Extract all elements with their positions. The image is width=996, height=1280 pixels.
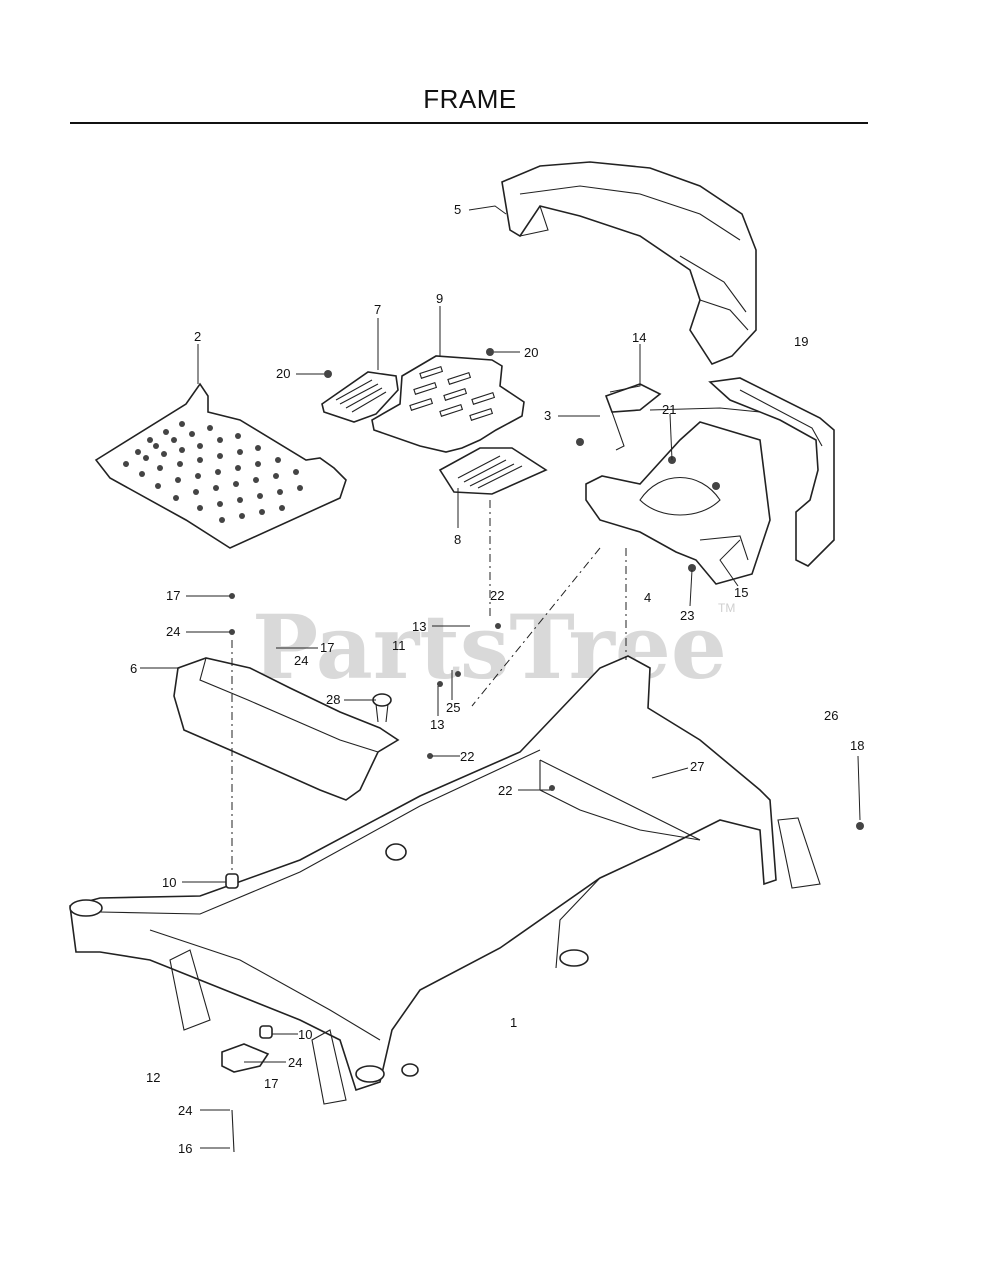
callout-22-bottom: 22 xyxy=(498,783,512,798)
callout-24-top: 24 xyxy=(166,624,180,639)
callout-14: 14 xyxy=(632,330,646,345)
callout-11: 11 xyxy=(392,638,406,653)
hardware xyxy=(225,348,864,1153)
callout-24-right: 24 xyxy=(288,1055,302,1070)
callout-17-top: 17 xyxy=(166,588,180,603)
callout-2: 2 xyxy=(194,329,201,344)
title-rule xyxy=(70,122,868,124)
part-28-knob xyxy=(372,693,392,723)
callout-4: 4 xyxy=(644,590,651,605)
callout-23: 23 xyxy=(680,608,694,623)
callouts: 5 2 7 9 20 20 8 14 19 3 21 15 4 23 17 24… xyxy=(130,202,864,1156)
callout-7: 7 xyxy=(374,302,381,317)
callout-5: 5 xyxy=(454,202,461,217)
callout-10-bottom: 10 xyxy=(298,1027,312,1042)
callout-24-bottom: 24 xyxy=(178,1103,192,1118)
callout-9: 9 xyxy=(436,291,443,306)
page-title: FRAME xyxy=(423,84,517,114)
callout-25: 25 xyxy=(446,700,460,715)
callout-1: 1 xyxy=(510,1015,517,1030)
callout-13-bottom: 13 xyxy=(430,717,444,732)
callout-17-mid: 17 xyxy=(320,640,334,655)
callout-17-bottom: 17 xyxy=(264,1076,278,1091)
callout-20-right: 20 xyxy=(524,345,538,360)
callout-20-left: 20 xyxy=(276,366,290,381)
part-2-floor-plate xyxy=(94,382,347,549)
part-4-mount-plate xyxy=(585,421,771,585)
callout-3: 3 xyxy=(544,408,551,423)
callout-6: 6 xyxy=(130,661,137,676)
callout-10-top: 10 xyxy=(162,875,176,890)
callout-16: 16 xyxy=(178,1141,192,1156)
part-8-foot-pad xyxy=(438,447,548,495)
callout-24-mid: 24 xyxy=(294,653,308,668)
leader-lines xyxy=(140,205,861,1149)
part-14-bracket xyxy=(604,383,662,451)
part-9-center-plate xyxy=(371,355,525,453)
callout-19: 19 xyxy=(794,334,808,349)
callout-28: 28 xyxy=(326,692,340,707)
part-1-main-frame xyxy=(69,655,821,1105)
callout-13-top: 13 xyxy=(412,619,426,634)
callout-18: 18 xyxy=(850,738,864,753)
callout-22-top: 22 xyxy=(490,588,504,603)
callout-21: 21 xyxy=(662,402,676,417)
callout-27: 27 xyxy=(690,759,704,774)
callout-22-mid: 22 xyxy=(460,749,474,764)
callout-12: 12 xyxy=(146,1070,160,1085)
part-19-right-bracket xyxy=(708,377,835,567)
watermark-tm: TM xyxy=(718,601,735,615)
callout-15: 15 xyxy=(734,585,748,600)
part-6-box xyxy=(173,657,400,801)
callout-26: 26 xyxy=(824,708,838,723)
part-12-footrest-bracket xyxy=(221,1043,270,1073)
part-5-seat-pan xyxy=(501,161,757,365)
assembly-lines xyxy=(231,500,627,870)
callout-8: 8 xyxy=(454,532,461,547)
part-7-foot-pad xyxy=(321,371,399,423)
